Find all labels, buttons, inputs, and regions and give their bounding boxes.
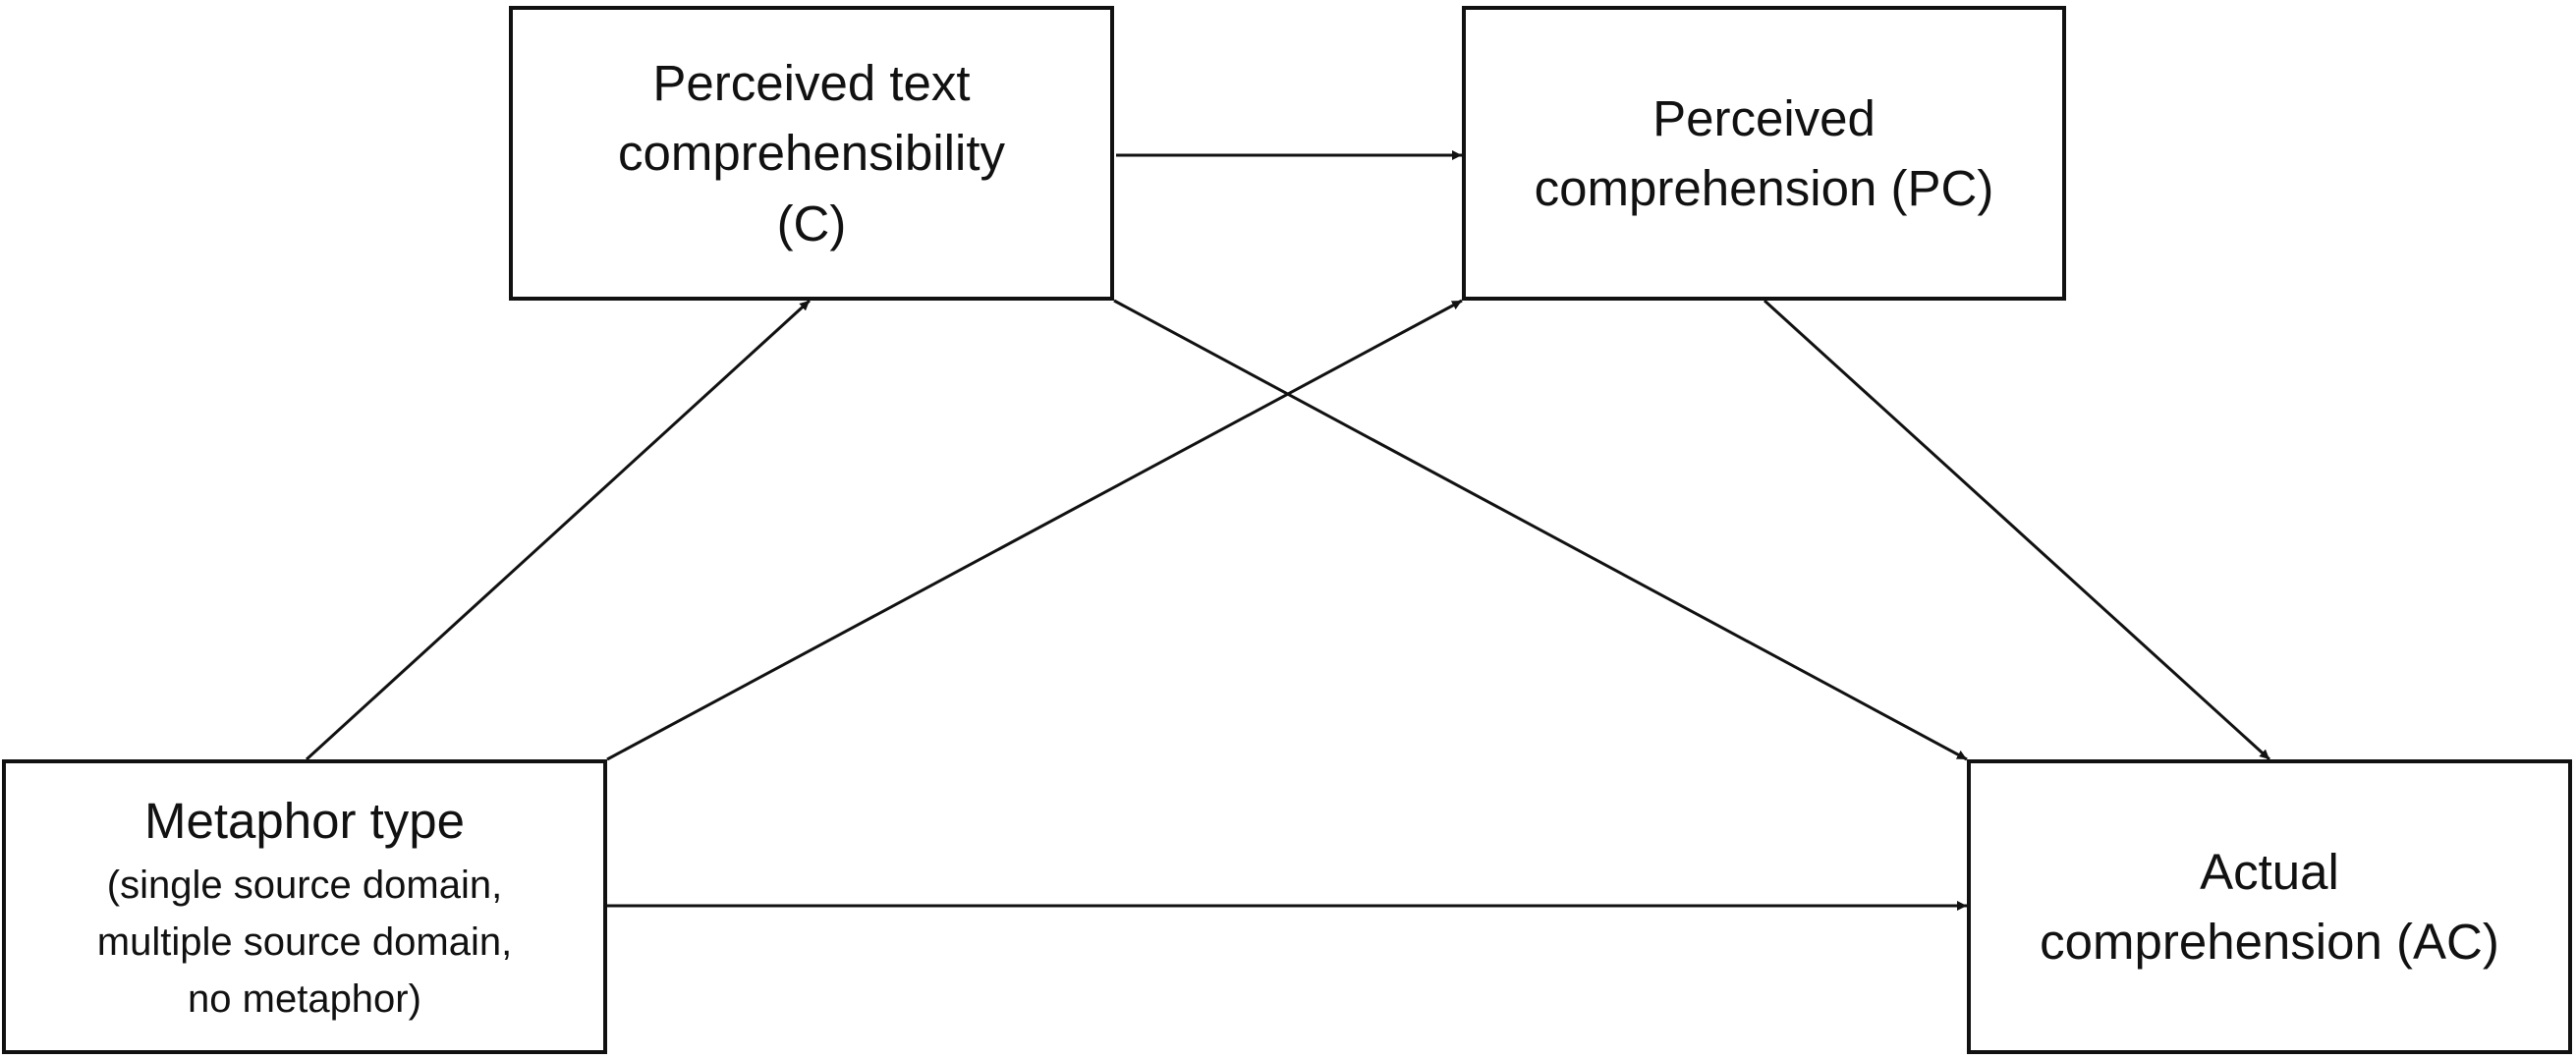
node-title: Metaphor type	[143, 793, 466, 850]
node-perceived-text-comprehensibility: Perceived text comprehensibility (C)	[509, 6, 1114, 301]
node-title: Actual comprehension (AC)	[2040, 843, 2499, 970]
node-title: Perceived text comprehensibility (C)	[617, 54, 1005, 251]
node-perceived-comprehension: Perceived comprehension (PC)	[1462, 6, 2066, 301]
edge-mt-to-c	[305, 299, 812, 761]
edge-mt-to-pc	[606, 299, 1463, 761]
node-actual-comprehension: Actual comprehension (AC)	[1967, 759, 2572, 1054]
edge-pc-to-ac	[1763, 299, 2271, 761]
node-metaphor-type: Metaphor type (single source domain, mul…	[2, 759, 607, 1054]
node-subtitle: (single source domain, multiple source d…	[96, 863, 513, 1021]
edge-c-to-ac	[1113, 299, 1968, 761]
node-title: Perceived comprehension (PC)	[1534, 89, 1994, 216]
